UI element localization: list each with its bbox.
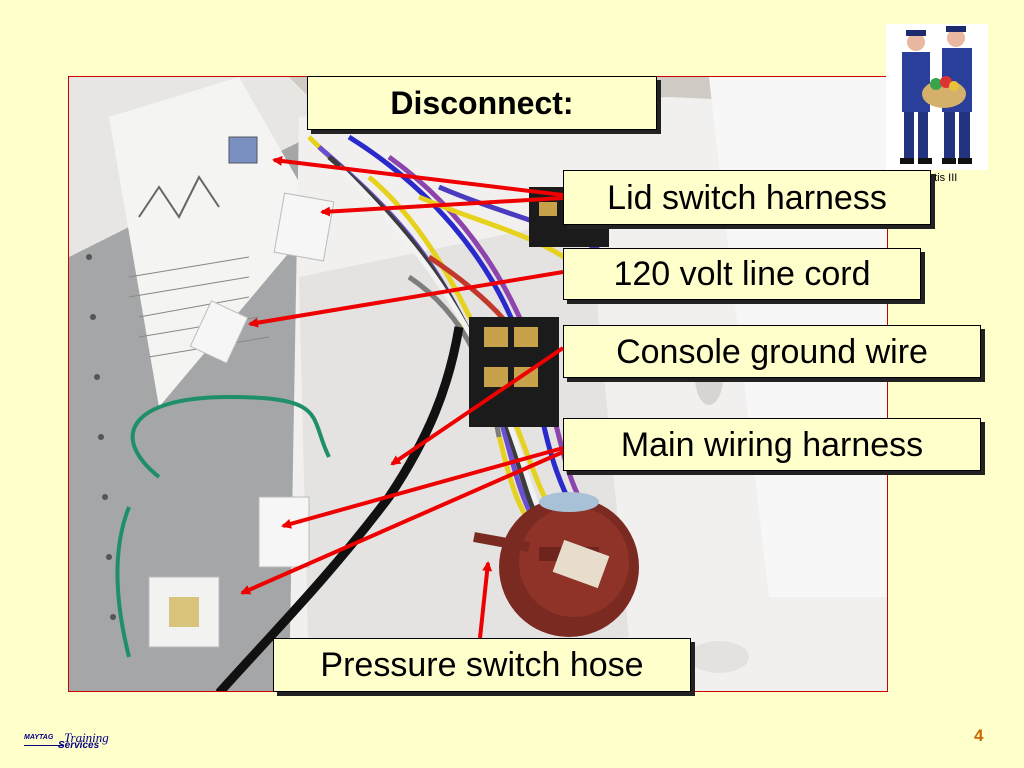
label-120-volt-line-cord: 120 volt line cord — [563, 248, 921, 300]
logo-services: Services — [58, 740, 100, 751]
slide-title: Disconnect: — [307, 76, 657, 130]
image-credit: ntis III — [928, 172, 958, 184]
page-number: 4 — [974, 726, 984, 745]
wiring-photo — [68, 76, 888, 692]
label-console-ground-wire: Console ground wire — [563, 325, 981, 378]
label-pressure-switch-hose: Pressure switch hose — [273, 638, 691, 692]
logo-underline — [24, 745, 64, 746]
maytag-repairmen-image — [886, 24, 988, 170]
logo-brand: MAYTAG — [24, 734, 54, 741]
logo-training: Training — [64, 730, 109, 745]
label-main-wiring-harness: Main wiring harness — [563, 418, 981, 471]
maytag-training-services-logo: MAYTAG Training Services — [24, 730, 124, 752]
label-lid-switch-harness: Lid switch harness — [563, 170, 931, 225]
